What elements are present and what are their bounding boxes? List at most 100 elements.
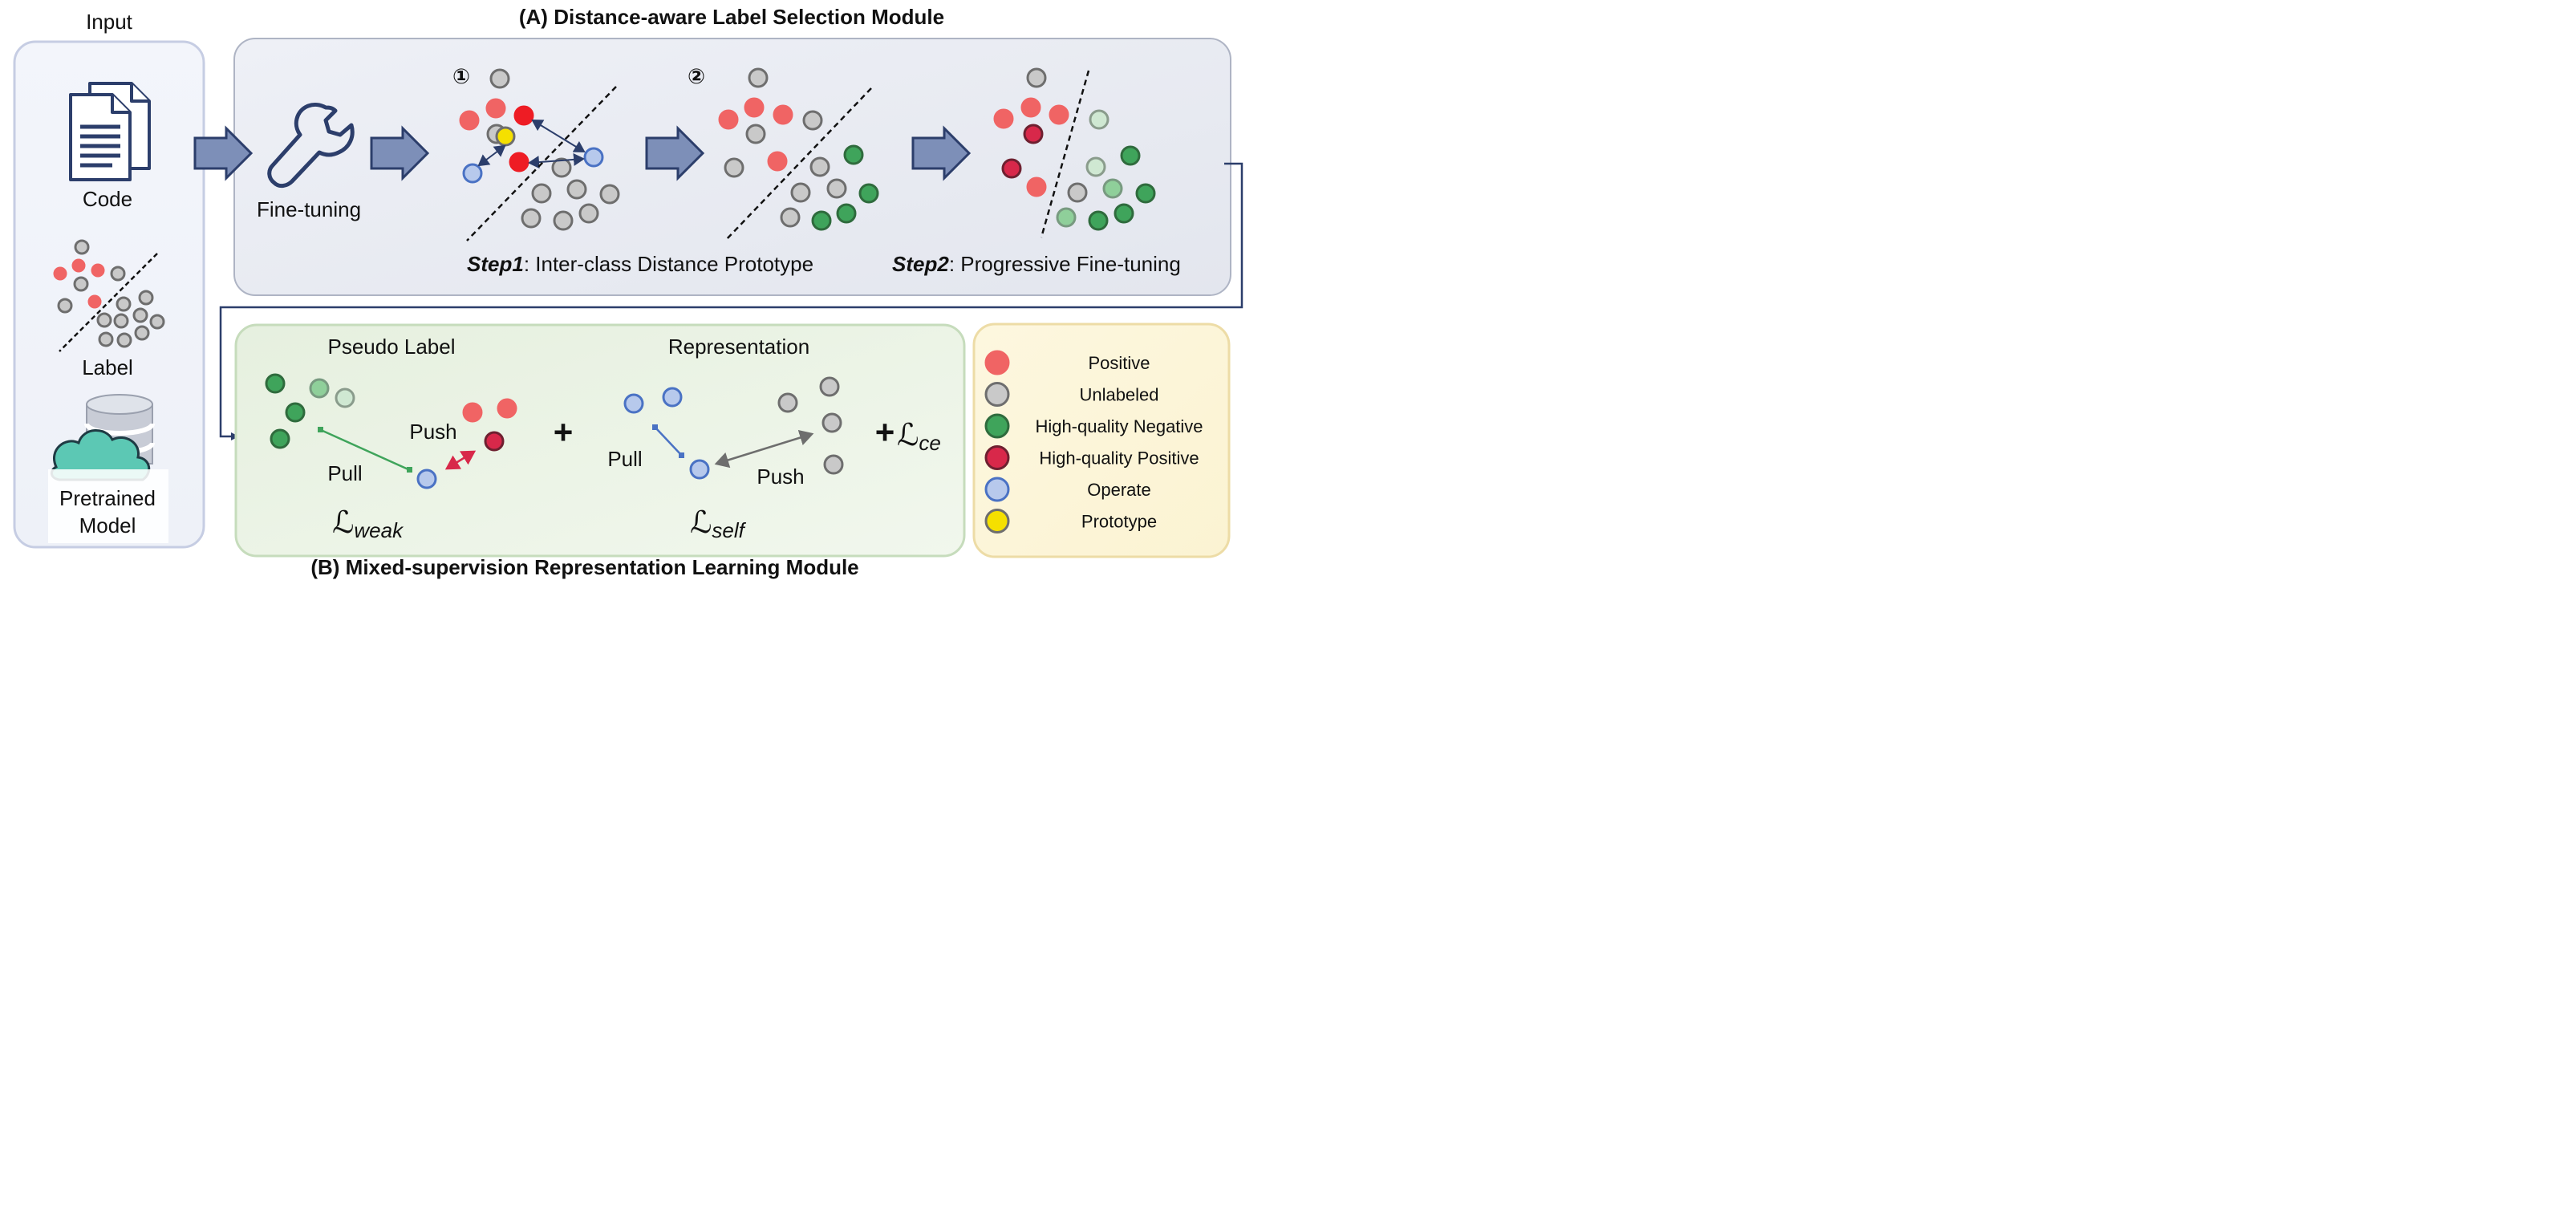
pull-line [655,427,683,456]
negative-point [1102,178,1123,199]
high-quality-negative-point [285,402,306,423]
step2-marker: ② [688,64,705,88]
unlabeled-point [821,412,842,433]
operate-point [416,469,437,489]
unlabeled-point [132,307,148,323]
unlabeled-point [134,325,150,341]
positive-point [462,402,483,423]
positive-point [767,151,788,172]
high-quality-negative-point [836,203,857,224]
unlabeled-point [489,68,510,89]
legend-swatch [984,382,1010,407]
positive-point [91,263,105,278]
positive-point [1049,104,1069,125]
operate-point [462,163,483,184]
pull-end [679,452,684,458]
input-panel-box [13,40,205,549]
unlabeled-point [790,182,811,203]
operate-point [623,393,644,414]
diagram: Input Code [0,0,1258,590]
operate-point [662,387,683,408]
unlabeled-point [1026,67,1047,88]
unlabeled-point [823,454,844,475]
pull-end [407,467,412,473]
operate-point [583,147,604,168]
legend-swatch [984,477,1010,502]
code-label: Code [83,187,132,211]
positive-point [485,98,506,119]
positive-point [459,110,480,131]
unlabeled-point [138,290,154,306]
pull-right-label: Pull [607,447,642,471]
legend-swatch [984,509,1010,534]
unlabeled-point [57,298,73,314]
unlabeled-point [599,184,620,205]
step2-scatter: ② [688,64,879,241]
loss-weak: ℒweak [332,506,404,542]
step1-bold: Step1 [467,252,524,276]
flow-arrow [193,125,254,181]
high-quality-negative-point [858,183,879,204]
module-b-title: (B) Mixed-supervision Representation Lea… [310,555,858,579]
high-quality-negative-point [265,373,286,394]
step1-marker: ① [452,64,470,88]
legend-swatch [984,413,1010,439]
distance-arrow [477,144,506,167]
label-scatter [53,239,165,352]
negative-point [1089,109,1110,130]
progressive-scatter [993,67,1156,238]
unlabeled-point [113,313,129,329]
pull-line [320,428,411,472]
module-b-panel [234,323,966,558]
loss-self-sub: self [712,518,746,542]
step1-text: : Inter-class Distance Prototype [524,252,813,276]
loss-self-symbol: ℒ [690,506,712,540]
step1-scatter: ① [452,64,620,241]
negative-point [335,387,355,408]
high-quality-negative-point [1088,210,1109,231]
wrench-icon [267,103,355,189]
negative-point [1056,207,1077,228]
legend-label: Positive [1088,353,1150,373]
operate-point [689,459,710,480]
unlabeled-point [149,314,165,330]
prototype-point [495,126,516,147]
representation-scatter [623,376,844,480]
unlabeled-point [116,332,132,348]
legend-box [972,323,1231,558]
representation-heading: Representation [668,335,809,359]
unlabeled-point [98,331,114,347]
positive-point [1026,176,1047,197]
unlabeled-point [521,208,542,229]
unlabeled-point [116,296,132,312]
loss-self: ℒself [690,506,747,542]
high-quality-negative-point [1114,203,1134,224]
unlabeled-point [745,124,766,144]
positive-point [497,398,517,419]
module-connector [219,162,1243,440]
loss-weak-symbol: ℒ [332,506,354,540]
legend-label: Operate [1087,480,1151,500]
positive-point [993,108,1014,129]
push-arrow [444,450,477,470]
unlabeled-point [777,392,798,413]
negative-point [1085,156,1106,177]
plus-sign: + [875,413,895,451]
pull-end [652,424,658,430]
step2-text: : Progressive Fine-tuning [949,252,1181,276]
decision-boundary [724,87,872,241]
high-quality-negative-point [1135,183,1156,204]
decision-boundary [1040,70,1090,238]
pull-left-label: Pull [327,461,362,485]
positive-point [773,104,793,125]
negative-point [309,378,330,399]
unlabeled-point [780,207,801,228]
unlabeled-point [73,276,89,292]
model-label-line1: Pretrained [59,486,156,510]
flow-arrow [645,125,705,181]
step1-caption: Step1: Inter-class Distance Prototype [467,252,813,276]
unlabeled-point [1067,182,1088,203]
unlabeled-point [819,376,840,397]
flow-arrow [370,125,430,181]
